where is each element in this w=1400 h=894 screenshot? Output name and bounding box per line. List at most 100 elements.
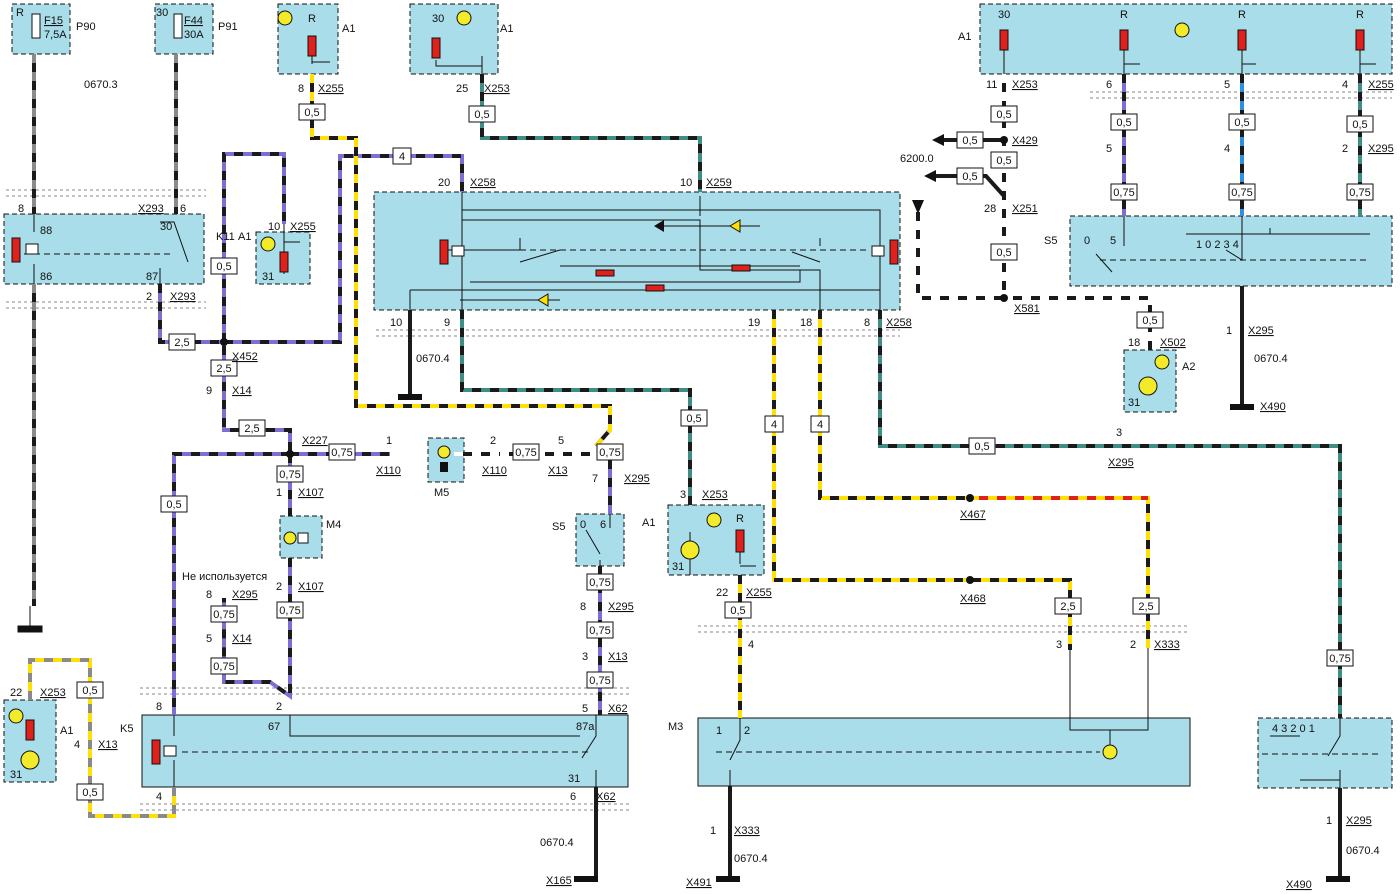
label: 30 <box>156 7 168 19</box>
wire-size-label: 0,5 <box>996 109 1011 121</box>
wire-size-label: 0,5 <box>82 787 97 799</box>
wire-size-box <box>1228 183 1256 201</box>
wire-size-box <box>596 443 624 461</box>
wire-size-box <box>1346 183 1374 201</box>
label: 8 <box>18 203 24 215</box>
label: 6 <box>1106 79 1112 91</box>
wire-size-label: 0,5 <box>1234 117 1249 129</box>
ground-icon <box>17 606 43 633</box>
wire-size-box <box>276 465 304 483</box>
label: A1 <box>958 31 971 43</box>
fuse-p91-box <box>154 3 214 55</box>
k11-relay-coil-icon <box>11 237 21 263</box>
wire-size-box <box>392 147 412 165</box>
a1-left-lamp-icon <box>8 708 24 724</box>
label: 18 <box>800 317 812 329</box>
wire-size-label: 0,5 <box>962 171 977 183</box>
label: 10 <box>390 317 402 329</box>
m5-box <box>427 437 465 483</box>
wire-size-box <box>586 573 614 591</box>
label: 0670.4 <box>416 353 450 365</box>
label: 2 <box>744 725 750 737</box>
label: X255 <box>1368 79 1394 91</box>
label: X253 <box>40 687 66 699</box>
wire-size-box <box>76 783 104 801</box>
label: X502 <box>1160 337 1186 349</box>
label: X107 <box>298 581 324 593</box>
label: 7,5A <box>44 29 67 41</box>
label: X295 <box>1368 143 1394 155</box>
label: P90 <box>76 21 96 33</box>
label: 4 <box>748 639 754 651</box>
wire-size-box <box>512 443 540 461</box>
a1-mid-lamp-icon <box>260 236 276 252</box>
wire-size-label: 4 <box>771 419 777 431</box>
a1-ctr-resistor-icon <box>735 529 745 553</box>
wire-size-label: 0,5 <box>304 107 319 119</box>
label: 86 <box>40 271 52 283</box>
junction-x468 <box>966 576 974 584</box>
wire-size-label: 0,5 <box>730 605 745 617</box>
label: S5 <box>552 521 565 533</box>
wire-size-label: 0,75 <box>589 675 610 687</box>
a1-top1-lamp-icon <box>277 10 293 26</box>
s5-mid-box <box>575 513 625 567</box>
label: X13 <box>608 651 628 663</box>
relay-icon <box>451 245 465 257</box>
wire-size-label: 0,5 <box>974 441 989 453</box>
label: X429 <box>1012 135 1038 147</box>
wire-x258-9-stripe <box>460 310 692 505</box>
label: R <box>736 513 744 525</box>
label: M3 <box>668 721 683 733</box>
label: 6 <box>180 203 186 215</box>
labels: R F15 7,5A P90 30 F44 30A P91 0670.3 A1 … <box>10 7 1394 891</box>
label: 0 <box>1084 235 1090 247</box>
wire-size-label: 0,5 <box>962 135 977 147</box>
wire-x251-stripe <box>916 74 1006 300</box>
ground-icon <box>1326 876 1350 882</box>
junction-x429 <box>1000 136 1008 144</box>
wire-size-box <box>990 151 1018 169</box>
label: X253 <box>702 489 728 501</box>
wire-size-box <box>1132 597 1160 615</box>
arrow-icon <box>932 134 944 146</box>
label: 2 <box>276 581 282 593</box>
wire-18-stripe <box>818 310 1150 648</box>
wire-size-label: 0,75 <box>599 447 620 459</box>
label: X467 <box>960 509 986 521</box>
wire-size-box <box>238 419 266 437</box>
label: X62 <box>596 791 616 803</box>
wire-size-box <box>468 105 496 123</box>
k5-relay-coil-icon <box>151 739 161 765</box>
label: R <box>16 7 24 19</box>
wire-size-box <box>956 167 984 185</box>
label: X258 <box>886 317 912 329</box>
wire-size-label: 0,75 <box>279 605 300 617</box>
wire-size-label: 0,5 <box>474 109 489 121</box>
label: 9 <box>206 385 212 397</box>
label: K5 <box>120 723 133 735</box>
wire-k5-feed <box>172 452 290 715</box>
wire-size-box <box>956 131 984 149</box>
label: X14 <box>232 385 252 397</box>
label: 1 0 2 3 4 <box>1196 239 1239 251</box>
label: 4 3 2 0 1 <box>1272 723 1315 735</box>
m5-motor-icon <box>437 445 451 459</box>
wire-size-label: 0,5 <box>1142 315 1157 327</box>
label: X62 <box>608 703 628 715</box>
label: 31 <box>10 769 22 781</box>
label: 1 <box>710 825 716 837</box>
wire-size-box <box>168 333 196 351</box>
label: 22 <box>10 687 22 699</box>
wire-size-label: 2,5 <box>1138 601 1153 613</box>
wire-size-box <box>1136 311 1164 329</box>
label: 87a <box>576 721 595 733</box>
resistor-icon <box>595 269 615 277</box>
fuse-f15-icon <box>31 13 41 39</box>
label: X295 <box>1108 457 1134 469</box>
junction-x581 <box>1000 294 1008 302</box>
label: 4 <box>74 739 80 751</box>
label: 1 <box>716 725 722 737</box>
diode-icon <box>729 219 741 233</box>
label: 8 <box>864 317 870 329</box>
